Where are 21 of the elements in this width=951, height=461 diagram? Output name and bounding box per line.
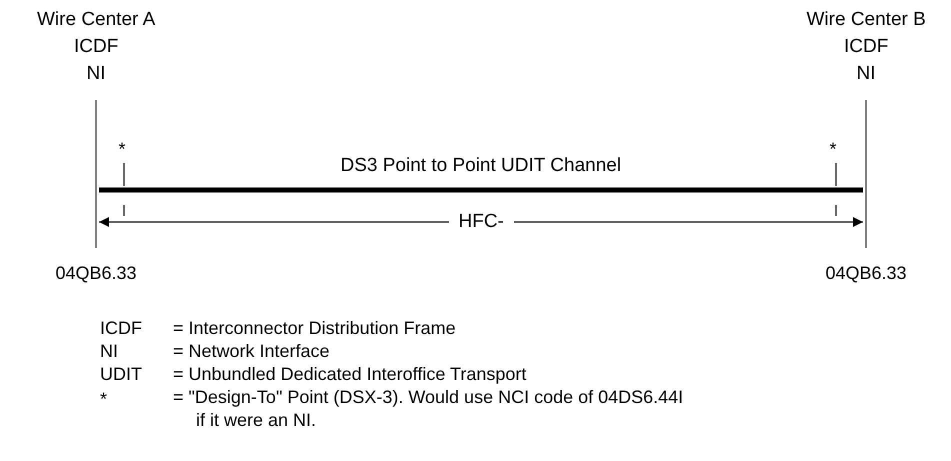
nci-code: 04QB6.33: [826, 264, 907, 282]
definition: = Unbundled Dedicated Interoffice Transport: [173, 363, 526, 386]
location-label: Wire Center A: [37, 10, 156, 29]
edge-label: DS3 Point to Point UDIT Channel: [340, 156, 622, 175]
frame-label: NI: [86, 64, 106, 83]
abbreviation: UDIT: [100, 363, 142, 386]
asterisk: *: [100, 388, 108, 411]
frame-label: ICDF: [74, 37, 118, 56]
span-arrow: [99, 217, 863, 227]
frame-label: ICDF: [844, 37, 888, 56]
nci-code: 04QB6.33: [56, 264, 137, 282]
definition: = "Design-To" Point (DSX-3). Would use NCI code of 04DS6.44I if it were an NI.: [173, 386, 684, 432]
definition: = Network Interface: [173, 340, 330, 363]
asterisk: *: [118, 138, 126, 161]
frame-label: NI: [856, 64, 876, 83]
location-label: Wire Center B: [806, 10, 926, 29]
channel-line: [99, 188, 863, 192]
abbreviation: NI: [100, 340, 118, 363]
asterisk: *: [830, 138, 837, 161]
abbreviation: ICDF: [100, 317, 142, 340]
definition: = Interconnector Distribution Frame: [173, 317, 456, 340]
